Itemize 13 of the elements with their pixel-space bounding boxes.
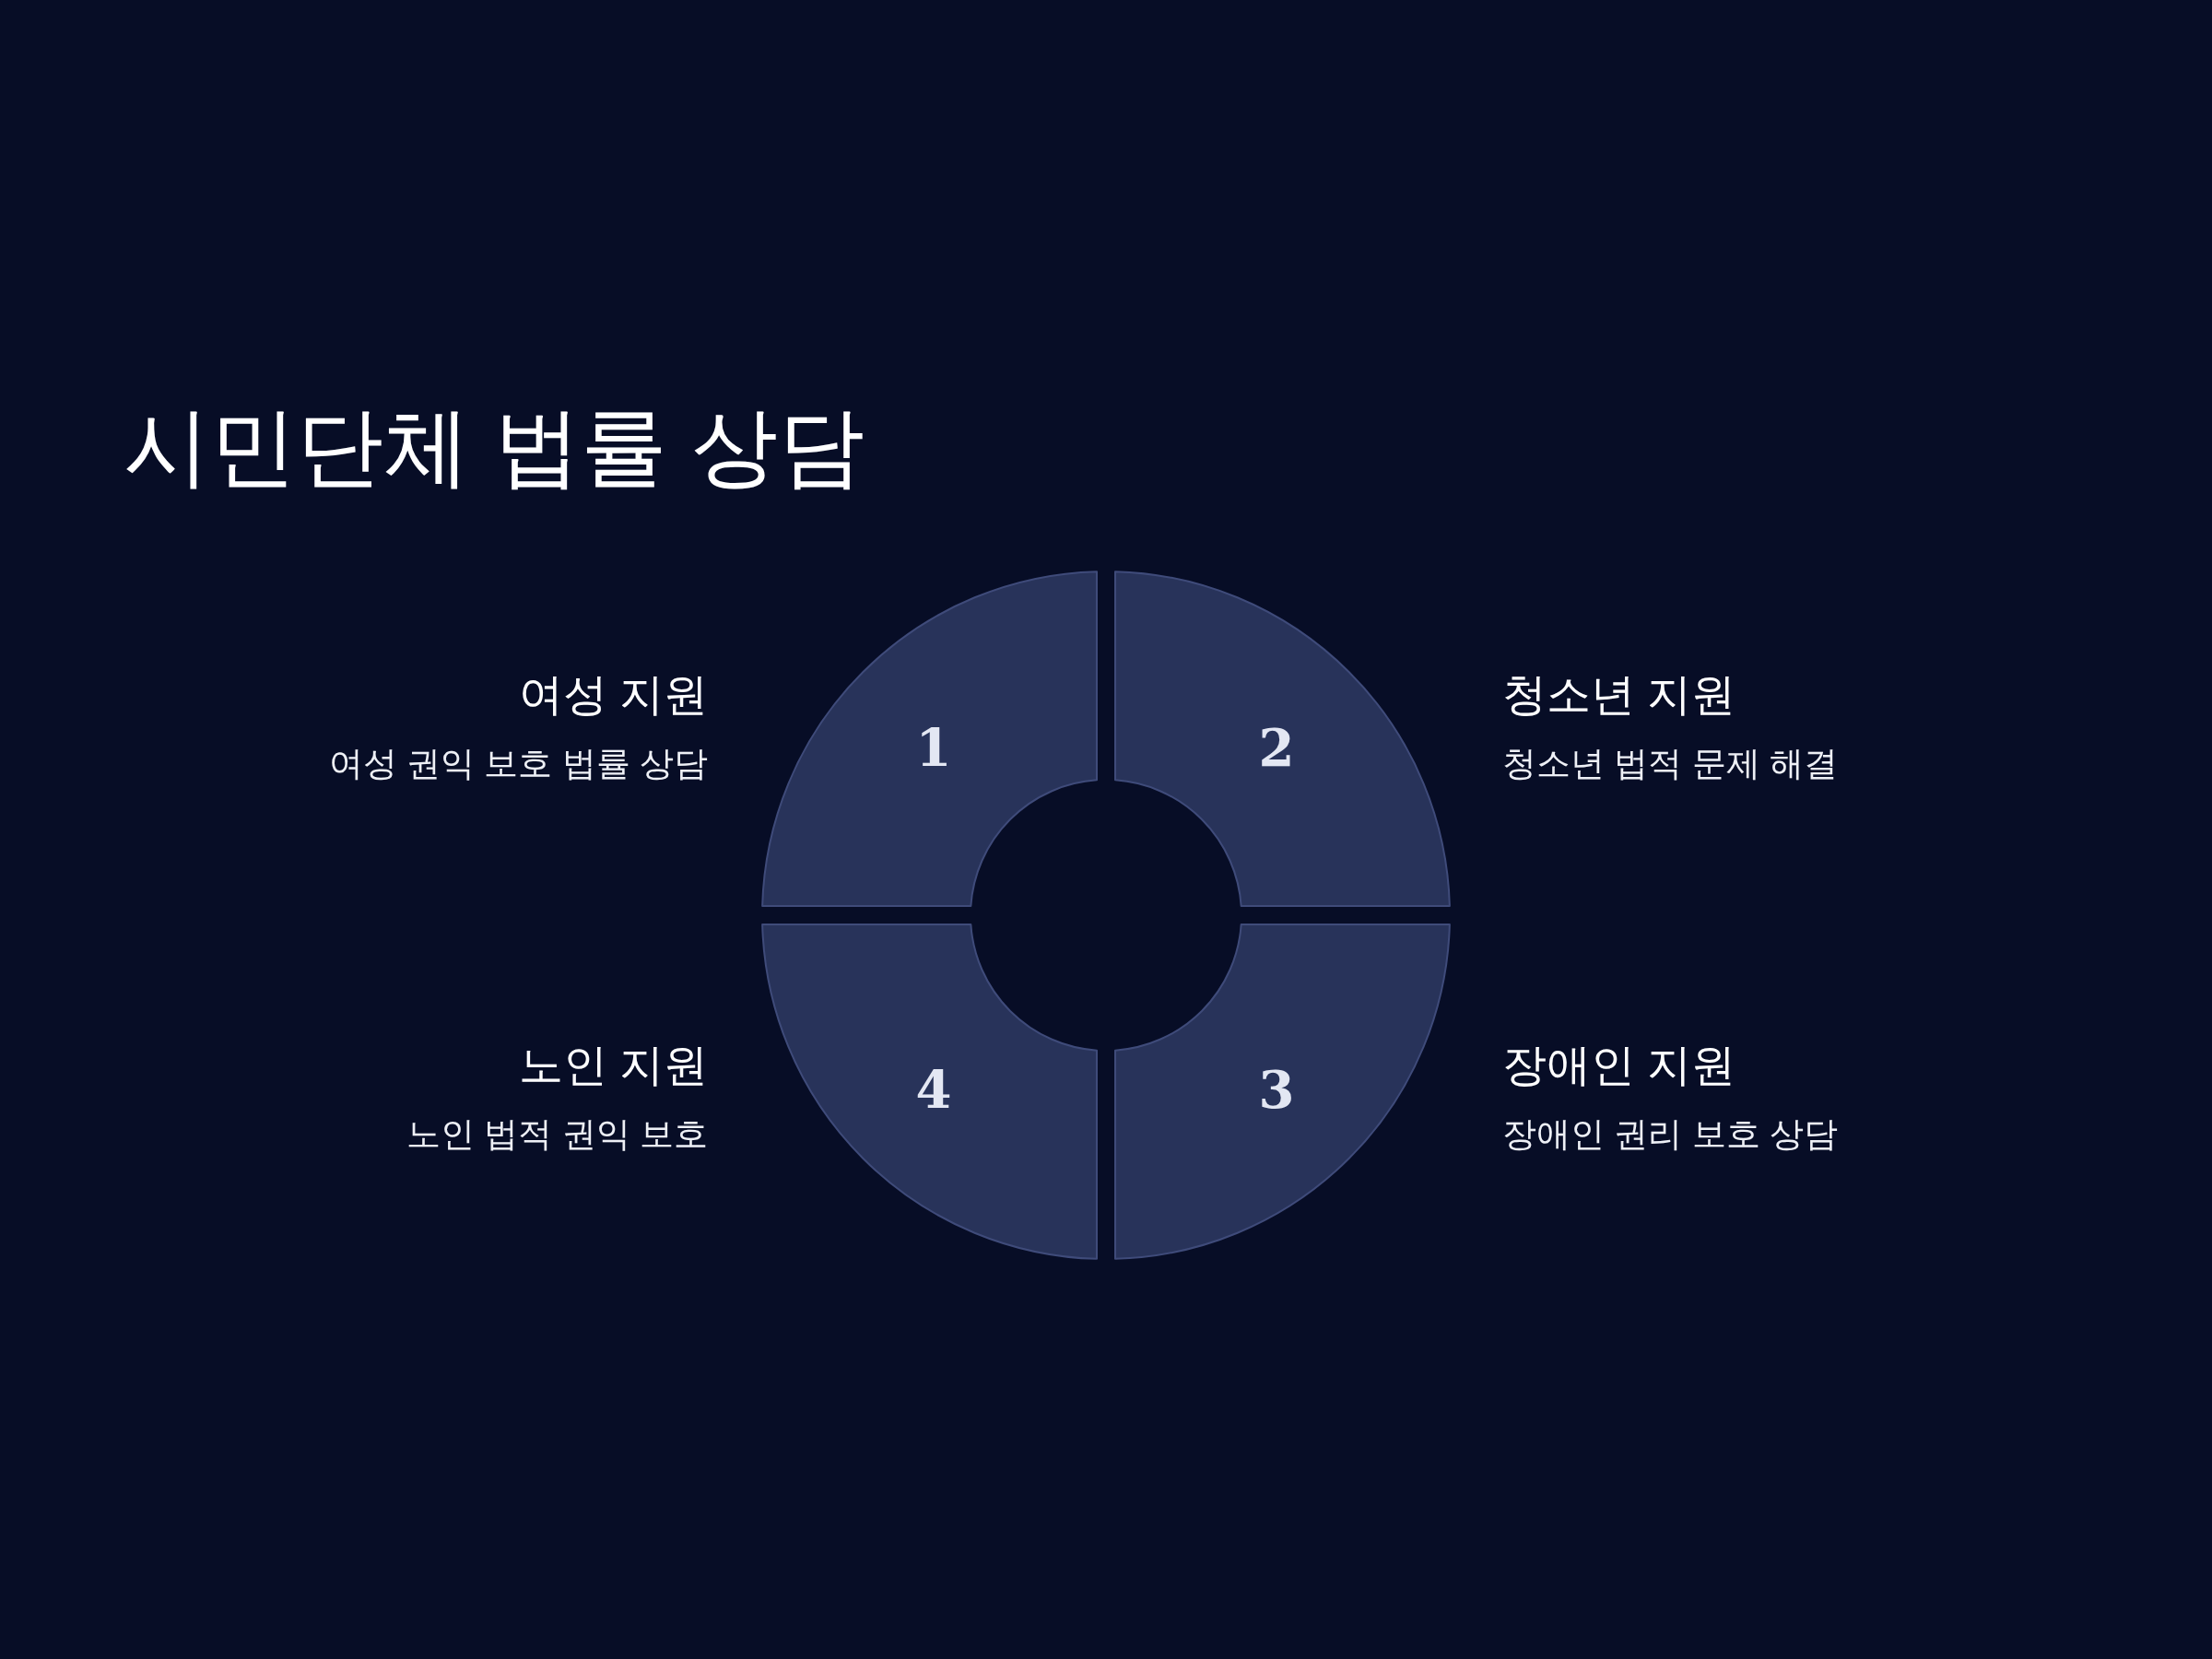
segment-description: 장애인 권리 보호 상담: [1502, 1117, 1838, 1151]
segment-number: 4: [915, 1064, 952, 1115]
segment-number: 1: [915, 722, 952, 773]
segment-description: 노인 법적 권익 보호: [406, 1117, 708, 1151]
segment-description: 여성 권익 보호 법률 상담: [328, 747, 708, 781]
title: 시민단체 법률 상담: [124, 404, 865, 490]
segment-heading: 청소년 지원: [1502, 673, 1736, 717]
segment-number: 3: [1258, 1064, 1295, 1115]
segment-description: 청소년 법적 문제 해결: [1502, 747, 1838, 781]
segment-heading: 여성 지원: [518, 673, 708, 717]
segment-heading: 장애인 지원: [1502, 1043, 1736, 1088]
segment-heading: 노인 지원: [518, 1043, 708, 1088]
segment-number: 2: [1258, 722, 1295, 773]
